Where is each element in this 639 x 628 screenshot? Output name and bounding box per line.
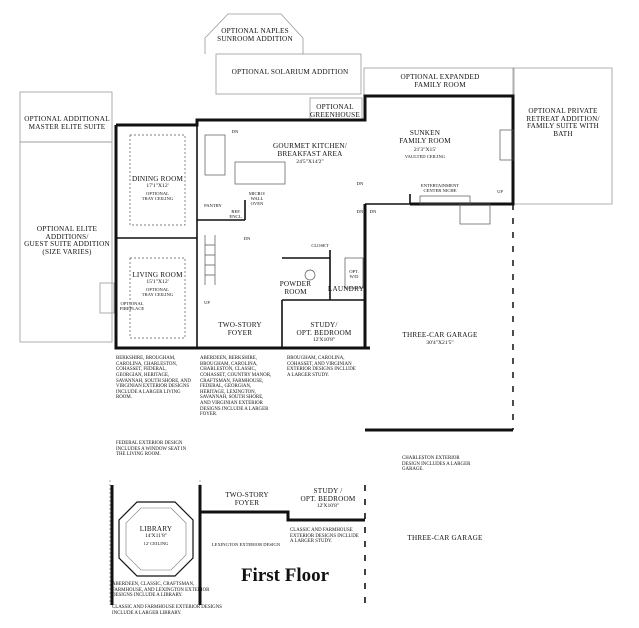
library-size: 14'X11'8" bbox=[144, 533, 168, 539]
powder-room-label: POWDER ROOM bbox=[279, 280, 312, 296]
private-retreat-outline bbox=[512, 67, 613, 205]
lower-plan-walls bbox=[110, 485, 366, 605]
washer-dryer bbox=[344, 257, 364, 289]
fireplace-outline bbox=[99, 282, 115, 314]
three-car-garage-size: 30'4"X21'5" bbox=[426, 340, 454, 346]
closet-label: CLOSET bbox=[311, 243, 329, 248]
pantry-label: PANTRY bbox=[204, 203, 222, 208]
note-library: ABERDEEN, CLASSIC, CRAFTSMAN, FARMHOUSE,… bbox=[112, 582, 210, 599]
living-tray-label: OPTIONAL TRAY CEILING bbox=[141, 287, 174, 297]
lower-two-story-foyer-label: TWO-STORY FOYER bbox=[225, 491, 269, 507]
toilet-icon bbox=[304, 269, 316, 281]
up-label-1: UP bbox=[497, 189, 503, 194]
laundry-label: LAUNDRY bbox=[327, 285, 365, 293]
ref-encl-label: REF. ENCL. bbox=[229, 209, 243, 219]
fireplace-family bbox=[499, 129, 514, 161]
entertainment-label: ENTERTAINMENT CENTER NICHE bbox=[420, 183, 460, 193]
note-classic-farmhouse: CLASSIC AND FARMHOUSE EXTERIOR DESIGNS I… bbox=[290, 528, 359, 545]
entertainment-niche bbox=[419, 195, 471, 205]
optional-expanded-label: OPTIONAL EXPANDED FAMILY ROOM bbox=[400, 73, 480, 89]
note-charleston: CHARLESTON EXTERIOR DESIGN INCLUDES A LA… bbox=[402, 456, 471, 473]
library-octagon-inner bbox=[125, 507, 187, 571]
lower-study-label: STUDY / OPT. BEDROOM bbox=[300, 487, 356, 503]
stair-treads bbox=[204, 235, 216, 285]
optional-naples-label: OPTIONAL NAPLES SUNROOM ADDITION bbox=[217, 27, 293, 43]
sunken-family-size: 21'3"X15' bbox=[413, 147, 437, 153]
note-study: BROUGHAM, CAROLINA, COHASSET, AND VIRGIN… bbox=[287, 356, 356, 378]
dining-room-label: DINING ROOM bbox=[131, 175, 184, 183]
three-car-garage-label: THREE-CAR GARAGE bbox=[402, 331, 478, 339]
living-tray-dashed bbox=[129, 257, 186, 339]
gourmet-kitchen-label: GOURMET KITCHEN/ BREAKFAST AREA bbox=[273, 142, 347, 158]
vaulted-label: VAULTED CEILING bbox=[404, 154, 446, 159]
dining-tray-label: OPTIONAL TRAY CEILING bbox=[141, 191, 174, 201]
note-foyer: ABERDEEN, BERKSHIRE, BROUGHAM, CAROLINA,… bbox=[200, 356, 272, 418]
dn-label-1: DN bbox=[231, 129, 239, 134]
optional-elite-label: OPTIONAL ELITE ADDITIONS/ GUEST SUITE AD… bbox=[24, 225, 110, 256]
sunken-family-label: SUNKEN FAMILY ROOM bbox=[399, 129, 451, 145]
optional-private-label: OPTIONAL PRIVATE RETREAT ADDITION/ FAMIL… bbox=[526, 107, 600, 138]
optional-fireplace-label: OPTIONAL FIREPLACE bbox=[119, 301, 145, 311]
living-room-size: 15'1"X12' bbox=[146, 279, 169, 285]
gourmet-kitchen-size: 24'5"X14'2" bbox=[296, 159, 324, 165]
micro-wall-oven-label: MICRO/ WALL OVEN bbox=[248, 191, 266, 206]
lexington-label: LEXINGTON EXTERIOR DESIGN bbox=[211, 542, 281, 547]
study-size: 12'X10'8" bbox=[312, 337, 336, 343]
living-room-label: LIVING ROOM bbox=[132, 271, 183, 279]
two-story-foyer-label: TWO-STORY FOYER bbox=[218, 321, 262, 337]
page-title: First Floor bbox=[240, 565, 330, 586]
elite-additions-outline bbox=[19, 141, 113, 343]
naples-outline bbox=[204, 13, 304, 54]
note-federal: FEDERAL EXTERIOR DESIGN INCLUDES A WINDO… bbox=[116, 441, 187, 458]
interior-walls bbox=[116, 125, 411, 348]
lower-study-size: 12'X10'8" bbox=[316, 503, 340, 509]
note-library-2: CLASSIC AND FARMHOUSE EXTERIOR DESIGNS I… bbox=[112, 605, 222, 616]
dining-room-size: 17'1"X12' bbox=[146, 183, 169, 189]
up-label-2: UP bbox=[204, 300, 210, 305]
opt-wd-label: OPT. W/D bbox=[349, 269, 359, 279]
fixtures bbox=[129, 129, 514, 339]
dn-label-4: DN bbox=[243, 236, 251, 241]
study-label: STUDY/ OPT. BEDROOM bbox=[296, 321, 352, 337]
optional-solarium-label: OPTIONAL SOLARIUM ADDITION bbox=[231, 68, 349, 76]
dn-label-3: DN bbox=[356, 209, 364, 214]
lower-three-car-garage-label: THREE-CAR GARAGE bbox=[407, 534, 483, 542]
stairs-down bbox=[459, 203, 491, 225]
note-living-room: BERKSHIRE, BROUGHAM, CAROLINA, CHARLESTO… bbox=[116, 356, 191, 401]
kitchen-island bbox=[234, 161, 286, 185]
library-label: LIBRARY bbox=[139, 525, 173, 533]
kitchen-counter bbox=[204, 134, 226, 176]
dining-tray-dashed bbox=[129, 134, 186, 226]
optional-greenhouse-label: OPTIONAL GREENHOUSE bbox=[310, 103, 360, 119]
solarium-outline bbox=[215, 53, 362, 95]
optional-master-label: OPTIONAL ADDITIONAL MASTER ELITE SUITE bbox=[24, 115, 110, 131]
dn-label-2: DN bbox=[356, 181, 364, 186]
library-ceiling: 12' CEILING bbox=[143, 541, 169, 546]
library-octagon bbox=[118, 501, 194, 577]
dn-label-5: DN bbox=[369, 209, 377, 214]
